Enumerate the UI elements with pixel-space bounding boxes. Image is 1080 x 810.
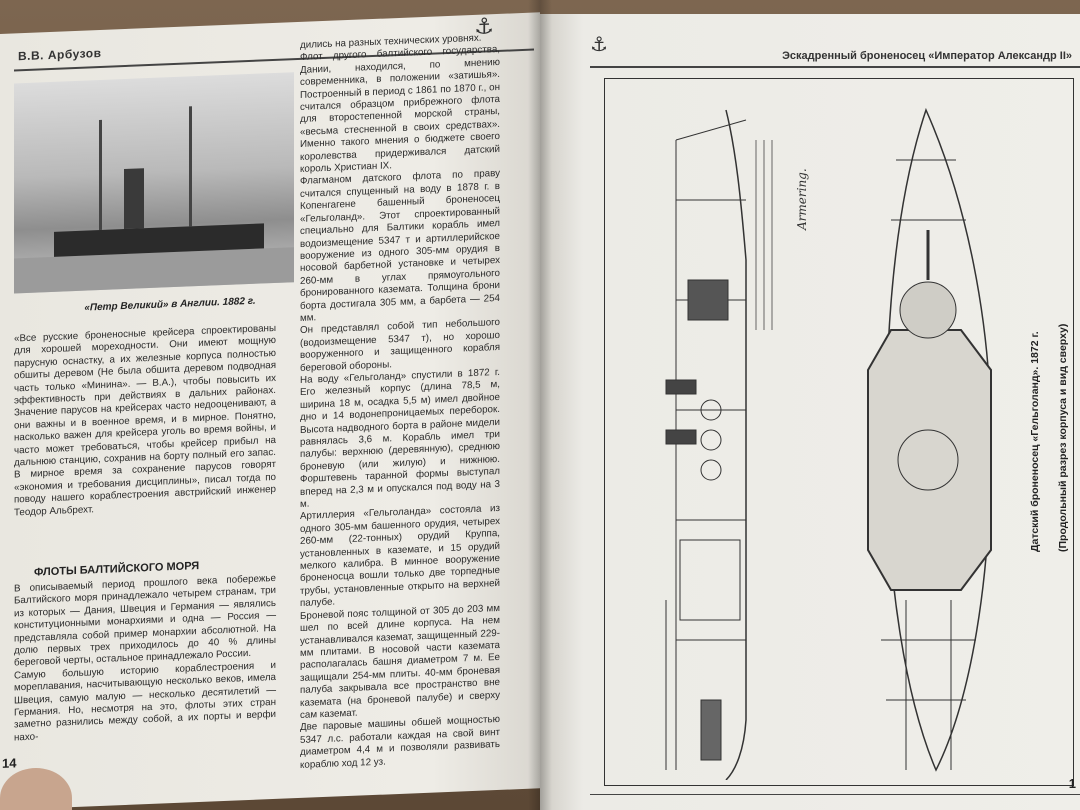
photo-ship-funnel bbox=[124, 168, 144, 230]
page-number: 14 bbox=[2, 755, 17, 771]
page-number: 1 bbox=[1068, 776, 1076, 791]
book-gutter bbox=[528, 0, 552, 810]
left-page: В.В. Арбузов ⚓ «Петр Великий» в Англии. … bbox=[0, 12, 540, 810]
right-page: ⚓ Эскадренный броненосец «Император Алек… bbox=[540, 14, 1080, 810]
annotation-block bbox=[755, 140, 773, 330]
drawing-frame bbox=[604, 78, 1074, 786]
drawing-caption-line2: (Продольный разрез корпуса и вид сверху) bbox=[1057, 323, 1069, 552]
longitudinal-section bbox=[665, 109, 747, 780]
author-name: В.В. Арбузов bbox=[18, 45, 102, 64]
drawing-caption: Датский броненосец «Гельголанд». 1872 г.… bbox=[1028, 92, 1069, 552]
photo-ship-mast bbox=[189, 106, 192, 227]
right-running-header: ⚓ Эскадренный броненосец «Император Алек… bbox=[590, 32, 1080, 68]
bottom-rule bbox=[590, 794, 1080, 795]
body-text-column: дились на разных технических уровнях. Фл… bbox=[300, 32, 500, 771]
photo-caption: «Петр Великий» в Англии. 1882 г. bbox=[84, 295, 256, 314]
anchor-icon: ⚓ bbox=[590, 32, 608, 56]
section-heading: ФЛОТЫ БАЛТИЙСКОГО МОРЯ bbox=[34, 559, 200, 579]
photo-ship-mast bbox=[99, 119, 102, 231]
ship-technical-drawing: Armering. bbox=[665, 107, 992, 780]
plan-view bbox=[867, 107, 992, 772]
finger-thumb bbox=[0, 768, 72, 810]
body-text-column: «Все русские броненосные крейсера спроек… bbox=[14, 322, 276, 519]
running-title: Эскадренный броненосец «Император Алекса… bbox=[782, 50, 1072, 62]
body-text-column: В описываемый период прошлого века побер… bbox=[14, 572, 276, 744]
ship-photo bbox=[14, 72, 294, 294]
drawing-caption-line1: Датский броненосец «Гельголанд». 1872 г. bbox=[1029, 331, 1041, 552]
drawing-label-armering: Armering. bbox=[795, 168, 809, 231]
